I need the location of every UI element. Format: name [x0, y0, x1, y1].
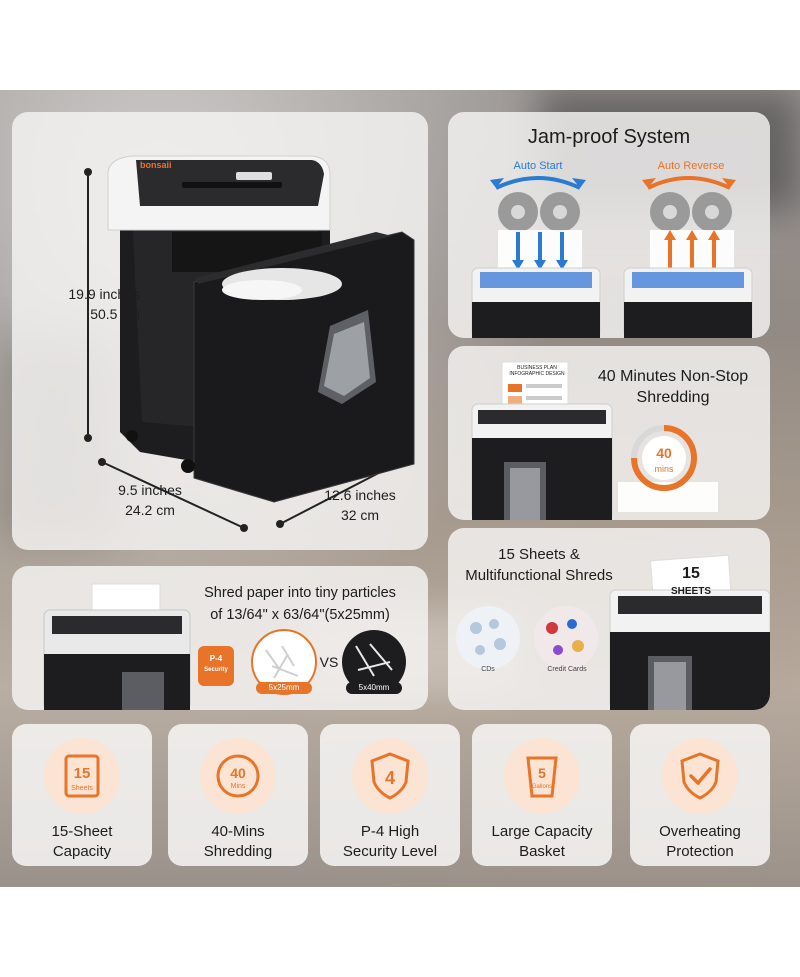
- dimensions-panel: bonsaii 19.9 inches 50.5 cm 9.5 inches 2…: [12, 112, 428, 550]
- credit-cards-label: Credit Cards: [547, 666, 587, 673]
- vs-label: VS: [319, 654, 339, 670]
- feature-label-line2: Basket: [519, 843, 565, 860]
- feature-label-line2: Protection: [666, 843, 734, 860]
- feature-label-line1: Large Capacity: [491, 823, 593, 840]
- svg-text:40: 40: [230, 765, 246, 781]
- non-stop-illustration: [471, 361, 718, 520]
- svg-text:Mins: Mins: [231, 783, 246, 790]
- depth-cm-label: 32 cm: [340, 507, 380, 523]
- svg-text:Sheets: Sheets: [71, 785, 93, 792]
- shred-size-panel: Shred paper into tiny particles of 13/64…: [12, 566, 428, 710]
- shredder-dimensions-illustration: bonsaii: [84, 155, 415, 532]
- feature-label-line1: 40-Mins: [211, 823, 265, 840]
- jam-proof-panel: Jam-proof System Auto Start Auto Reverse: [448, 112, 770, 338]
- sheets-title-line1: 15 Sheets &: [498, 546, 580, 563]
- shred-title-line2: of 13/64" x 63/64"(5x25mm): [210, 607, 390, 623]
- shred-title-line1: Shred paper into tiny particles: [204, 585, 396, 601]
- svg-text:Gallons: Gallons: [532, 784, 552, 790]
- timer-icon: 40 Mins: [216, 754, 260, 798]
- shred-label-b: 5x40mm: [358, 683, 390, 692]
- non-stop-panel: BUSINESS PLAN INFOGRAPHIC DESIGN 40 Minu…: [448, 346, 770, 520]
- paper-title-line2: INFOGRAPHIC DESIGN: [509, 371, 565, 377]
- svg-text:5: 5: [538, 765, 546, 781]
- sheets-title-line2: Multifunctional Shreds: [465, 567, 613, 584]
- gear-icon: [498, 192, 732, 232]
- cds-label: CDs: [481, 666, 495, 673]
- feature-label-line2: Security Level: [342, 843, 438, 860]
- security-badge-line1: P-4: [209, 654, 223, 663]
- timer-value: 40: [656, 445, 672, 461]
- paper-word: SHEETS: [670, 586, 711, 597]
- checkmark-shield-icon: [680, 752, 720, 800]
- feature-label-line1: 15-Sheet: [51, 823, 113, 840]
- auto-start-label: Auto Start: [513, 160, 563, 172]
- sheets-panel: 15 Sheets & Multifunctional Shreds CDs C…: [448, 528, 770, 710]
- width-cm-label: 24.2 cm: [125, 502, 175, 518]
- bin-icon: 5 Gallons: [526, 756, 558, 798]
- svg-text:15: 15: [74, 765, 91, 782]
- auto-reverse-label: Auto Reverse: [657, 160, 725, 172]
- brand-logo: bonsaii: [140, 160, 172, 170]
- height-cm-label: 50.5 cm: [90, 306, 140, 322]
- security-badge-line2: Security: [204, 667, 228, 673]
- non-stop-title-line2: Shredding: [636, 389, 710, 406]
- non-stop-title-line1: 40 Minutes Non-Stop: [597, 368, 749, 385]
- paper-title-line1: BUSINESS PLAN: [517, 365, 557, 371]
- security-shield-icon: 4: [370, 752, 410, 800]
- jam-proof-illustration: [471, 176, 753, 338]
- height-inches-label: 19.9 inches: [68, 286, 140, 302]
- paper-number: 15: [682, 565, 700, 582]
- svg-text:4: 4: [385, 768, 395, 788]
- width-inches-label: 9.5 inches: [118, 482, 182, 498]
- shred-label-a: 5x25mm: [268, 683, 300, 692]
- feature-label-line2: Capacity: [52, 843, 112, 860]
- feature-label-line1: P-4 High: [360, 823, 420, 840]
- depth-inches-label: 12.6 inches: [324, 487, 396, 503]
- jam-proof-title: Jam-proof System: [527, 126, 691, 148]
- feature-label-line1: Overheating: [659, 823, 741, 840]
- sheets-illustration: [456, 554, 770, 710]
- sheets-icon: 15 Sheets: [64, 754, 100, 798]
- shred-size-illustration: [43, 583, 406, 710]
- timer-unit: mins: [654, 464, 674, 474]
- feature-label-line2: Shredding: [203, 843, 273, 860]
